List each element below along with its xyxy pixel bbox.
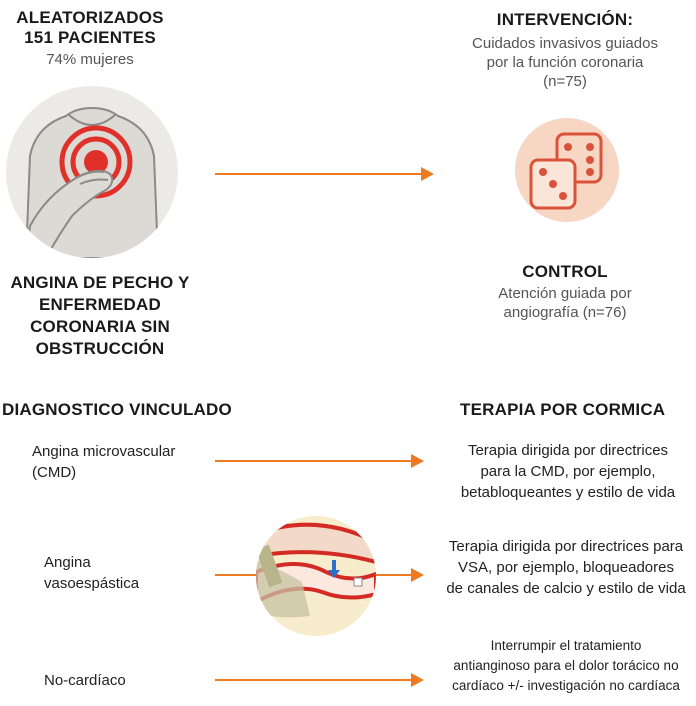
intervention-line1: Cuidados invasivos guiados	[472, 35, 658, 52]
randomized-title-line2: 151 PACIENTES	[24, 28, 156, 47]
randomized-block: ALEATORIZADOS 151 PACIENTES 74% mujeres	[0, 8, 180, 68]
therapy-cmd-line2: para la CMD, por ejemplo,	[480, 463, 656, 480]
therapy-cmd-line3: betabloqueantes y estilo de vida	[460, 484, 676, 501]
condition-block: ANGINA DE PECHO Y ENFERMEDAD CORONARIA S…	[0, 272, 200, 360]
therapy-cmd: Terapia dirigida por directrices para la…	[440, 440, 696, 503]
diagnosis-cmd-line2: (CMD)	[32, 464, 77, 481]
diagnosis-vsa-line1: Angina	[44, 554, 91, 571]
therapy-noncardiac-line2: antianginoso para el dolor torácico no	[453, 658, 679, 673]
artery-spasm-icon	[256, 516, 376, 636]
diagnosis-vsa-line2: vasoespástica	[44, 575, 140, 592]
dice-icon	[515, 118, 619, 222]
condition-line3: CORONARIA SIN	[30, 317, 170, 336]
diagnosis-noncardiac-line1: No-cardíaco	[44, 672, 126, 689]
control-block: CONTROL Atención guiada por angiografía …	[440, 262, 690, 322]
diagnosis-cmd: Angina microvascular (CMD)	[32, 441, 175, 483]
diagnosis-noncardiac: No-cardíaco	[44, 670, 126, 691]
randomization-arrowhead	[421, 167, 434, 181]
condition-line1: ANGINA DE PECHO Y	[10, 273, 190, 292]
chest-pain-icon	[6, 86, 178, 258]
condition-line2: ENFERMEDAD	[39, 295, 161, 314]
therapy-cmd-line1: Terapia dirigida por directrices	[467, 442, 669, 459]
therapy-noncardiac-line1: Interrumpir el tratamiento	[490, 638, 642, 653]
intervention-line3: (n=75)	[543, 73, 587, 90]
therapy-vsa-line1: Terapia dirigida por directrices para	[448, 538, 684, 555]
control-line1: Atención guiada por	[498, 285, 632, 302]
control-line2: angiografía (n=76)	[503, 304, 627, 321]
noncardiac-arrowhead	[411, 673, 424, 687]
therapy-vsa-line2: VSA, por ejemplo, bloqueadores	[458, 559, 674, 576]
therapy-vsa-line3: de canales de calcio y estilo de vida	[446, 580, 686, 597]
vsa-arrowhead	[411, 568, 424, 582]
intervention-title: INTERVENCIÓN:	[496, 10, 634, 29]
condition-line4: OBSTRUCCIÓN	[35, 339, 165, 358]
intervention-line2: por la función coronaria	[486, 54, 644, 71]
intervention-block: INTERVENCIÓN: Cuidados invasivos guiados…	[440, 10, 690, 91]
therapy-vsa: Terapia dirigida por directrices para VS…	[436, 536, 696, 599]
therapy-noncardiac-line3: cardíaco +/- investigación no cardíaca	[452, 678, 680, 693]
control-title: CONTROL	[522, 262, 608, 281]
diagnosis-header: DIAGNOSTICO VINCULADO	[2, 400, 232, 419]
noncardiac-arrow	[215, 679, 413, 681]
randomized-title-line1: ALEATORIZADOS	[16, 8, 164, 27]
randomization-arrow	[215, 173, 423, 175]
diagnosis-cmd-line1: Angina microvascular	[32, 443, 176, 460]
therapy-noncardiac: Interrumpir el tratamiento antianginoso …	[436, 636, 696, 696]
cmd-arrowhead	[411, 454, 424, 468]
therapy-header: TERAPIA POR CORMICA	[460, 400, 666, 419]
randomized-subtitle: 74% mujeres	[46, 51, 134, 68]
cmd-arrow	[215, 460, 413, 462]
diagnosis-vsa: Angina vasoespástica	[44, 552, 139, 594]
